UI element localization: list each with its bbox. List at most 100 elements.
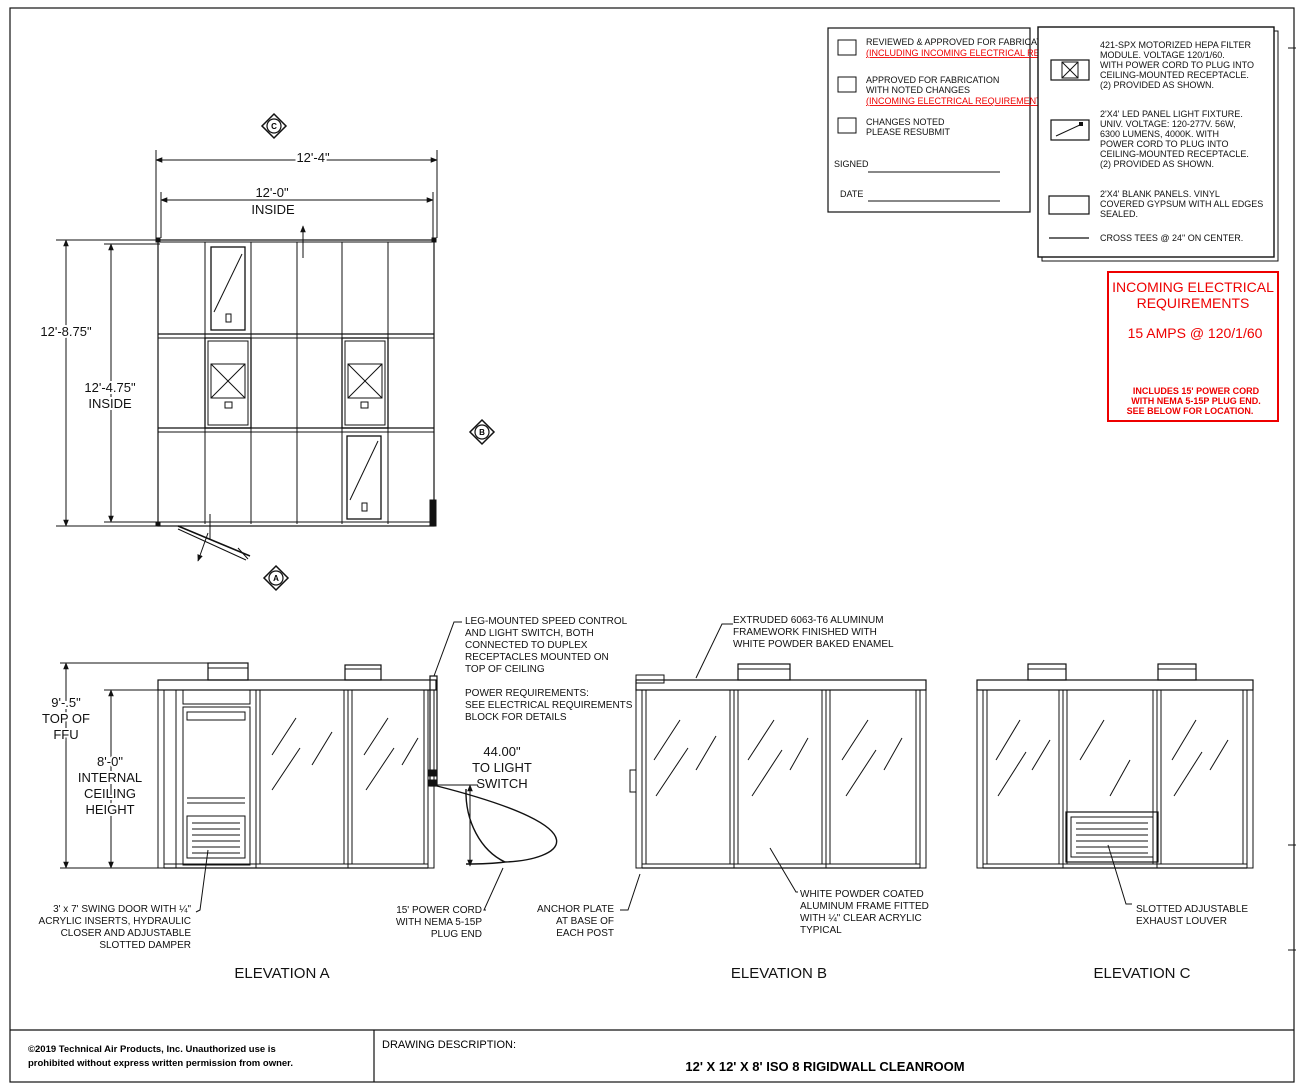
electrical-note-line3: SEE BELOW FOR LOCATION.: [1127, 406, 1254, 416]
approval-noted-line1: APPROVED FOR FABRICATION: [866, 75, 999, 85]
framework-line1: EXTRUDED 6063-T6 ALUMINUM: [733, 615, 884, 626]
approval-reviewed-line2: (INCLUDING INCOMING ELECTRICAL REQUIREME…: [866, 48, 1103, 58]
framework-line3: WHITE POWDER BAKED ENAMEL: [733, 639, 894, 650]
power-req-line1: POWER REQUIREMENTS:: [465, 688, 589, 699]
legend-blank-line2: COVERED GYPSUM WITH ALL EDGES: [1100, 199, 1263, 209]
leg-mounted-line4: RECEPTACLES MOUNTED ON: [465, 652, 609, 663]
door-note-line2: ACRYLIC INSERTS, HYDRAULIC: [39, 916, 191, 927]
ceiling-height-line2: INTERNAL: [78, 770, 142, 785]
legend-hepa-line5: (2) PROVIDED AS SHOWN.: [1100, 80, 1214, 90]
section-marker-b: [468, 418, 496, 446]
legend-light-line6: (2) PROVIDED AS SHOWN.: [1100, 159, 1214, 169]
leg-mounted-line5: TOP OF CEILING: [465, 664, 545, 675]
legend-hepa-line1: 421-SPX MOTORIZED HEPA FILTER: [1100, 40, 1252, 50]
elevation-b-drawing: [620, 623, 927, 911]
ffu-height-line3: FFU: [53, 727, 78, 742]
section-marker-c: [260, 112, 288, 140]
elevation-a-drawing: [60, 621, 558, 913]
blank-panel-icon: [1048, 195, 1090, 215]
legend-hepa-line2: MODULE. VOLTAGE 120/1/60.: [1100, 50, 1225, 60]
leg-mounted-line2: AND LIGHT SWITCH, BOTH: [465, 628, 594, 639]
plan-light-fixture-1: [210, 246, 246, 331]
led-light-icon: [1050, 119, 1090, 141]
elevation-c-drawing: [976, 663, 1254, 905]
legend-block: 421-SPX MOTORIZED HEPA FILTER MODULE. VO…: [1037, 26, 1279, 262]
approval-reviewed-line1: REVIEWED & APPROVED FOR FABRICATION: [866, 37, 1058, 47]
frame-line1: WHITE POWDER COATED: [800, 889, 924, 900]
leg-mounted-line3: CONNECTED TO DUPLEX: [465, 640, 588, 651]
legend-light-line4: POWER CORD TO PLUG INTO: [1100, 139, 1229, 149]
title-block: [10, 1029, 1294, 1082]
legend-tees: CROSS TEES @ 24" ON CENTER.: [1100, 233, 1243, 243]
frame-line2: ALUMINUM FRAME FITTED: [800, 901, 929, 912]
louver-line2: EXHAUST LOUVER: [1136, 916, 1227, 927]
plan-light-fixture-2: [346, 435, 382, 520]
exhaust-louver-c: [1065, 811, 1159, 863]
ceiling-height-line4: HEIGHT: [85, 802, 134, 817]
door-note-line4: SLOTTED DAMPER: [99, 940, 191, 951]
legend-hepa-line3: WITH POWER CORD TO PLUG INTO: [1100, 60, 1254, 70]
date-label: DATE: [840, 189, 863, 199]
marker-c-label: C: [271, 122, 277, 131]
plan-hepa-filter-1: [204, 337, 252, 429]
door-note-line1: 3' x 7' SWING DOOR WITH ¼": [53, 903, 191, 915]
electrical-requirements-block: INCOMING ELECTRICAL REQUIREMENTS 15 AMPS…: [1107, 271, 1279, 422]
power-cord-line1: 15' POWER CORD: [396, 905, 482, 916]
power-req-line2: SEE ELECTRICAL REQUIREMENTS: [465, 700, 633, 711]
power-req-line3: BLOCK FOR DETAILS: [465, 712, 567, 723]
marker-b-label: B: [479, 428, 485, 437]
approval-block: REVIEWED & APPROVED FOR FABRICATION (INC…: [827, 27, 1103, 213]
drawing-description-label: DRAWING DESCRIPTION:: [382, 1039, 516, 1051]
door-note-line3: CLOSER AND ADJUSTABLE: [61, 928, 192, 939]
signed-label: SIGNED: [834, 159, 869, 169]
approval-checkbox-resubmit[interactable]: [837, 117, 857, 134]
approval-checkbox-noted[interactable]: [837, 76, 857, 93]
ceiling-height-line3: CEILING: [84, 786, 136, 801]
electrical-note-line1: INCLUDES 15' POWER CORD: [1133, 386, 1260, 396]
legend-light-line1: 2'X4' LED PANEL LIGHT FIXTURE.: [1100, 109, 1243, 119]
louver-line1: SLOTTED ADJUSTABLE: [1136, 904, 1248, 915]
copyright-line2: prohibited without express written permi…: [28, 1058, 293, 1069]
elevation-c-title: ELEVATION C: [1094, 965, 1191, 982]
ceiling-height-value: 8'-0": [97, 754, 123, 769]
switch-height-line3: SWITCH: [476, 776, 527, 791]
section-marker-a: [262, 564, 290, 592]
marker-a-label: A: [273, 574, 279, 583]
leg-mounted-line1: LEG-MOUNTED SPEED CONTROL: [465, 616, 628, 627]
plan-outer-width: 12'-4": [296, 150, 330, 165]
plan-inside-depth-label: INSIDE: [88, 396, 132, 411]
anchor-line1: ANCHOR PLATE: [537, 904, 614, 915]
approval-noted-line2: WITH NOTED CHANGES: [866, 85, 970, 95]
ffu-height-value: 9'-.5": [51, 695, 81, 710]
approval-noted-line3: (INCOMING ELECTRICAL REQUIREMENTS REVIEW…: [866, 96, 1101, 106]
copyright-line1: ©2019 Technical Air Products, Inc. Unaut…: [28, 1044, 276, 1055]
frame-line4: TYPICAL: [800, 925, 842, 936]
plan-outer-depth: 12'-8.75": [40, 324, 92, 339]
electrical-title-line2: REQUIREMENTS: [1137, 295, 1250, 311]
electrical-amps: 15 AMPS @ 120/1/60: [1128, 325, 1263, 341]
plan-swing-door: [177, 514, 251, 562]
drawing-description-value: 12' X 12' X 8' ISO 8 RIGIDWALL CLEANROOM: [685, 1059, 964, 1074]
approval-checkbox-reviewed[interactable]: [837, 39, 857, 56]
sheet-border: [9, 7, 1295, 1083]
legend-hepa-line4: CEILING-MOUNTED RECEPTACLE.: [1100, 70, 1249, 80]
plan-inside-width-value: 12'-0": [255, 185, 289, 200]
legend-blank-line3: SEALED.: [1100, 209, 1138, 219]
legend-light-line3: 6300 LUMENS, 4000K. WITH: [1100, 129, 1219, 139]
electrical-note-line2: WITH NEMA 5-15P PLUG END.: [1131, 396, 1261, 406]
anchor-line3: EACH POST: [556, 928, 614, 939]
approval-resubmit-line2: PLEASE RESUBMIT: [866, 127, 951, 137]
plan-inside-depth-value: 12'-4.75": [84, 380, 136, 395]
switch-height-line2: TO LIGHT: [472, 760, 532, 775]
power-cord-line3: PLUG END: [431, 929, 482, 940]
elevation-a-title: ELEVATION A: [234, 965, 329, 982]
power-cord-line2: WITH NEMA 5-15P: [396, 917, 482, 928]
framework-line2: FRAMEWORK FINISHED WITH: [733, 627, 877, 638]
ffu-height-line2: TOP OF: [42, 711, 90, 726]
legend-light-line2: UNIV. VOLTAGE: 120-277V. 56W,: [1100, 119, 1236, 129]
anchor-line2: AT BASE OF: [556, 916, 614, 927]
elevation-b-title: ELEVATION B: [731, 965, 827, 982]
legend-light-line5: CEILING-MOUNTED RECEPTACLE.: [1100, 149, 1249, 159]
legend-blank-line1: 2'X4' BLANK PANELS. VINYL: [1100, 189, 1220, 199]
plan-hepa-filter-2: [341, 337, 389, 429]
